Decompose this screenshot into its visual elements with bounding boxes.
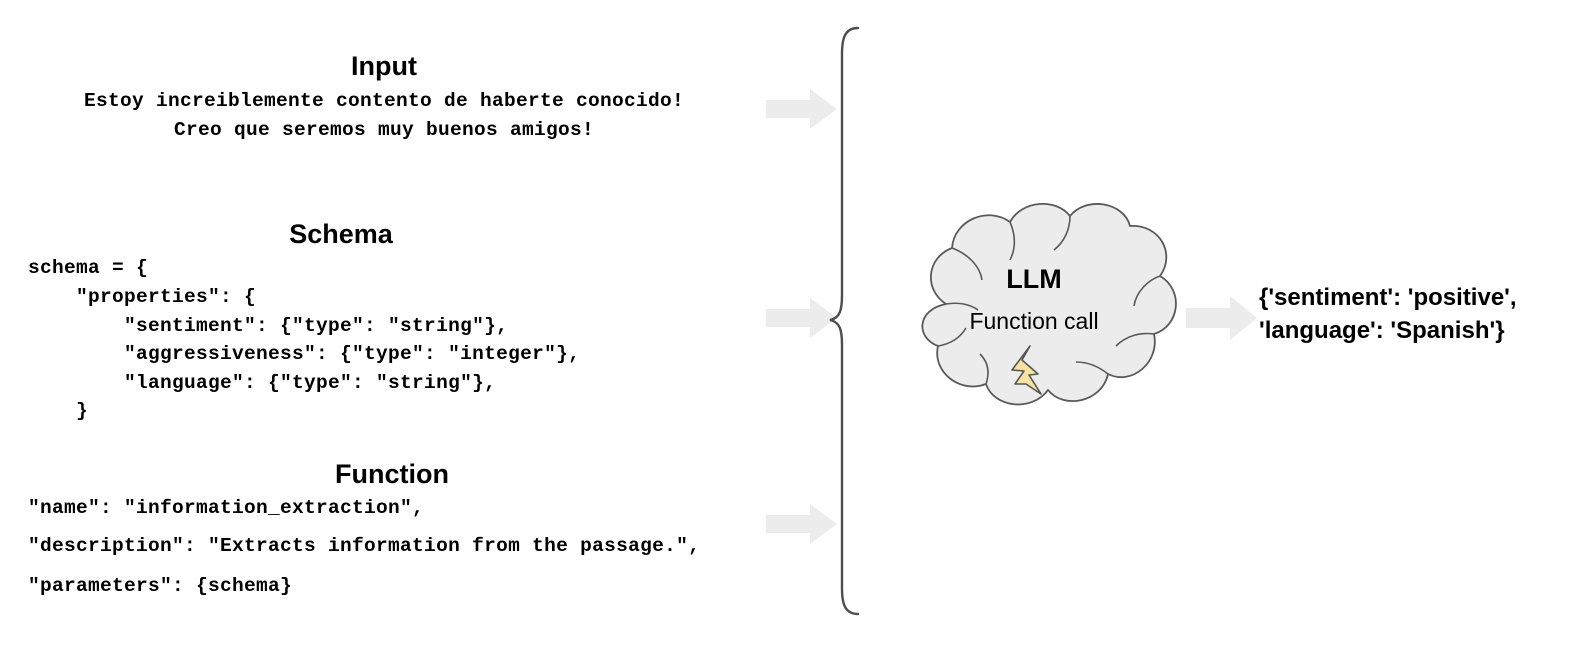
input-line-1: Estoy increiblemente contento de haberte… [83, 90, 685, 112]
schema-arrow-icon [766, 297, 838, 339]
output-arrow-icon [1186, 295, 1258, 341]
output-line-2: 'language': 'Spanish'} [1259, 317, 1505, 344]
schema-line-2: "properties": { [28, 286, 257, 308]
function-arrow-icon [766, 503, 838, 545]
lightning-bolt-icon [1008, 344, 1058, 396]
schema-line-3: "sentiment": {"type": "string"}, [28, 315, 509, 337]
function-line-2: "description": "Extracts information fro… [28, 535, 701, 557]
function-line-1: "name": "information_extraction", [28, 497, 425, 519]
function-line-3: "parameters": {schema} [28, 575, 293, 597]
schema-line-6: } [28, 400, 89, 422]
llm-cloud-shape [876, 196, 1192, 440]
schema-line-5: "language": {"type": "string"}, [28, 372, 497, 394]
input-line-2: Creo que seremos muy buenos amigos! [173, 119, 595, 141]
schema-line-4: "aggressiveness": {"type": "integer"}, [28, 343, 581, 365]
grouping-brace [828, 22, 868, 622]
llm-title: LLM [1006, 264, 1062, 294]
output-line-1: {'sentiment': 'positive', [1259, 284, 1517, 311]
function-heading: Function [335, 459, 449, 489]
schema-line-1: schema = { [28, 257, 149, 279]
llm-subtitle: Function call [969, 308, 1099, 334]
schema-heading: Schema [289, 219, 393, 249]
input-arrow-icon [766, 88, 838, 130]
input-heading: Input [351, 51, 417, 81]
